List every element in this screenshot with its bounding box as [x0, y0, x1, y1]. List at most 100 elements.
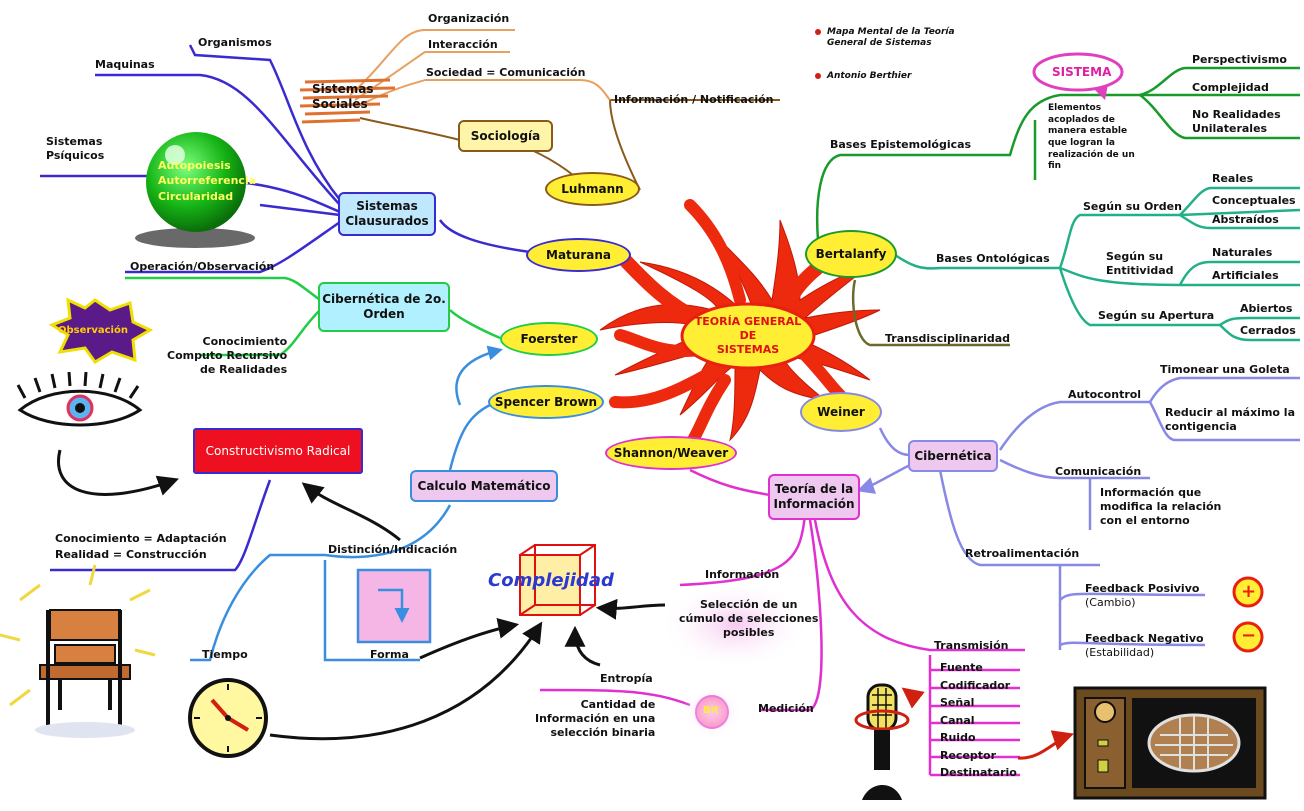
teoria-informacion-node: Teoría de la Información	[768, 474, 860, 520]
conocimiento-line-2: Computo Recursivo	[167, 348, 288, 362]
clausurados-line-2: Clausurados	[345, 214, 429, 228]
teoria-line-2: Información	[773, 497, 855, 511]
forma-diagram	[356, 568, 432, 644]
clock-icon	[188, 678, 268, 758]
no-realidades-line-2: Unilaterales	[1192, 121, 1268, 135]
elemento-canal: Canal	[940, 713, 975, 727]
medicion-label: Medición	[758, 702, 814, 715]
maturana-node: Maturana	[526, 238, 631, 272]
reducir-line-1: Reducir al máximo la	[1165, 406, 1295, 419]
feedback-pos-line-2: (Cambio)	[1085, 595, 1136, 609]
elemento-codificador: Codificador	[940, 678, 1011, 692]
seleccion-label: Selección de un cúmulo de selecciones po…	[679, 598, 818, 639]
informacion-label: Información	[705, 568, 780, 581]
definicion-line-1: Elementos	[1048, 103, 1102, 113]
sistemas-sociales-label: Sistemas Sociales	[312, 82, 374, 112]
maquinas-label: Maquinas	[95, 58, 155, 71]
organizacion-label: Organización	[428, 12, 510, 25]
seleccion-line-3: posibles	[723, 625, 775, 639]
sistema-oval	[1032, 52, 1124, 92]
constructivismo-radical-node: Constructivismo Radical	[193, 428, 363, 474]
sistemas-psiquicos-label: Sistemas Psíquicos	[46, 135, 104, 163]
ball-highlight	[165, 145, 185, 165]
cantidad-informacion-label: Cantidad de Información en una selección…	[535, 698, 655, 739]
observacion-star	[48, 297, 154, 364]
microphone-icon	[854, 683, 925, 800]
sistema-pointer	[1095, 84, 1108, 100]
abiertos-label: Abiertos	[1240, 302, 1293, 315]
transdisciplinaridad-label: Transdisciplinaridad	[885, 332, 1011, 345]
bertalanfy-node: Bertalanfy	[805, 230, 897, 278]
bases-epistemologicas-label: Bases Epistemológicas	[830, 138, 972, 151]
elemento-destinatario: Destinatario	[940, 766, 1017, 779]
operacion-observacion-label: Operación/Observación	[130, 260, 275, 273]
tiempo-label: Tiempo	[202, 648, 248, 661]
forma-label: Forma	[370, 648, 409, 661]
radio-icon	[1017, 686, 1267, 800]
definicion-line-5: realización de un	[1048, 149, 1135, 160]
sistemas-sociales-line-2: Sociales	[312, 97, 368, 111]
segun-orden-label: Según su Orden	[1083, 200, 1182, 213]
definicion-line-6: fin	[1048, 161, 1062, 172]
seleccion-glow	[660, 580, 810, 670]
legend-line-1: Mapa Mental de la Teoría	[827, 27, 955, 37]
feedback-negativo-label: Feedback Negativo (Estabilidad)	[1085, 632, 1204, 660]
complejidad-b-label: Complejidad	[1192, 81, 1269, 94]
comunicacion-label: Comunicación	[1055, 465, 1142, 478]
minus-circle	[1232, 621, 1264, 653]
cibernetica-2o-node: Cibernética de 2o. Orden	[318, 282, 450, 332]
abstraidos-label: Abstraídos	[1212, 213, 1279, 226]
circularidad-label: Circularidad	[158, 189, 234, 203]
interaccion-label: Interacción	[428, 38, 498, 51]
segun-apertura-label: Según su Apertura	[1098, 309, 1215, 322]
sistemas-sociales-line-1: Sistemas	[312, 82, 374, 96]
informacion-notificacion-label: Información / Notificación	[614, 93, 774, 106]
elemento-senal: Señal	[940, 696, 975, 709]
center-oval	[680, 302, 816, 370]
shannon-weaver-node: Shannon/Weaver	[605, 436, 737, 470]
reducir-line-2: contigencia	[1165, 419, 1237, 433]
sistema-label: SISTEMA	[1052, 65, 1112, 79]
sociedad-label: Sociedad = Comunicación	[426, 66, 586, 79]
center-title-line3: SISTEMAS	[717, 343, 779, 356]
luhmann-node: Luhmann	[545, 172, 640, 206]
observacion-label: Observación	[58, 325, 128, 336]
elemento-fuente: Fuente	[940, 661, 983, 674]
ball-text: Autopoiesis Autorreferencia Circularidad	[158, 158, 256, 204]
timonear-label: Timonear una Goleta	[1160, 363, 1290, 376]
definicion-line-4: que logran la	[1048, 138, 1116, 149]
minus-sign: −	[1241, 625, 1257, 646]
sistemas-clausurados-node: Sistemas Clausurados	[338, 192, 436, 236]
legend-dot-1	[815, 29, 821, 35]
sociales-connectors	[349, 29, 611, 106]
no-realidades-label: No Realidades Unilaterales	[1192, 108, 1281, 136]
bertalanfy-epi-connectors	[815, 66, 1300, 241]
organismos-label: Organismos	[198, 36, 272, 49]
bases-ontologicas-label: Bases Ontológicas	[936, 252, 1050, 265]
sistema-definicion: Elementos acoplados de manera estable qu…	[1048, 103, 1135, 173]
cantidad-line-2: Información en una	[535, 711, 656, 725]
sociales-scribble	[299, 78, 396, 124]
ball-shadow	[135, 228, 255, 248]
chair-icon	[0, 564, 156, 738]
conocimiento-recursivo-label: Conocimiento Computo Recursivo de Realid…	[167, 335, 287, 376]
info-modifica-line-3: con el entorno	[1100, 513, 1190, 527]
weiner-node: Weiner	[800, 392, 882, 432]
artificiales-label: Artificiales	[1212, 269, 1279, 282]
reales-label: Reales	[1212, 172, 1254, 185]
bit-label: Bit	[703, 705, 719, 716]
reducir-label: Reducir al máximo la contigencia	[1165, 406, 1295, 434]
conceptuales-label: Conceptuales	[1212, 194, 1296, 207]
psiquicos-line-2: Psíquicos	[46, 148, 105, 162]
clausurados-line-1: Sistemas	[356, 199, 418, 213]
retroalimentacion-label: Retroalimentación	[965, 547, 1080, 560]
info-modifica-line-2: modifica la relación	[1100, 499, 1222, 513]
bertalanfy-onto-connectors	[894, 186, 1301, 342]
complejidad-label: Complejidad	[488, 570, 614, 591]
legend-dot-2	[815, 73, 821, 79]
center-title-line1: TEORÍA GENERAL	[695, 315, 802, 328]
cibernetica-2o-line-1: Cibernética de 2o.	[322, 292, 446, 306]
elemento-receptor: Receptor	[940, 748, 997, 762]
segun-entitividad-label: Según su Entitividad	[1106, 250, 1174, 278]
